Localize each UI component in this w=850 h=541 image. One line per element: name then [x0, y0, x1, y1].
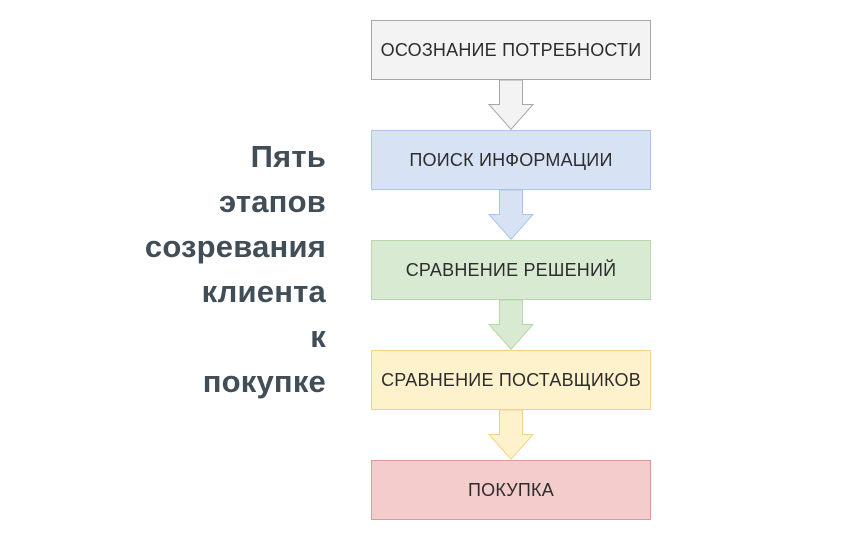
- stage-need-recognition: ОСОЗНАНИЕ ПОТРЕБНОСТИ: [371, 20, 651, 80]
- stage-vendor-comparison: СРАВНЕНИЕ ПОСТАВЩИКОВ: [371, 350, 651, 410]
- stage-solution-comparison: СРАВНЕНИЕ РЕШЕНИЙ: [371, 240, 651, 300]
- arrow-down-icon: [488, 300, 534, 350]
- stage-label: СРАВНЕНИЕ ПОСТАВЩИКОВ: [381, 369, 641, 390]
- arrow-down-icon: [488, 80, 534, 130]
- diagram-title-line: покупке: [202, 364, 326, 399]
- diagram-title-line: созревания: [144, 229, 326, 264]
- stage-information-search: ПОИСК ИНФОРМАЦИИ: [371, 130, 651, 190]
- stage-label: СРАВНЕНИЕ РЕШЕНИЙ: [405, 259, 617, 280]
- diagram-title-line: клиента: [201, 274, 326, 309]
- diagram-title-line: к: [310, 319, 326, 354]
- arrow-down-icon: [488, 410, 534, 460]
- diagram-title-line: этапов: [218, 184, 326, 219]
- arrow-down-icon: [488, 190, 534, 240]
- stage-label: ОСОЗНАНИЕ ПОТРЕБНОСТИ: [380, 39, 642, 60]
- stage-label: ПОКУПКА: [468, 479, 554, 500]
- stage-label: ПОИСК ИНФОРМАЦИИ: [409, 149, 613, 170]
- stage-purchase: ПОКУПКА: [371, 460, 651, 520]
- diagram-title: Пять этапов созревания клиента к покупке: [145, 134, 326, 404]
- diagram-title-line: Пять: [250, 139, 326, 174]
